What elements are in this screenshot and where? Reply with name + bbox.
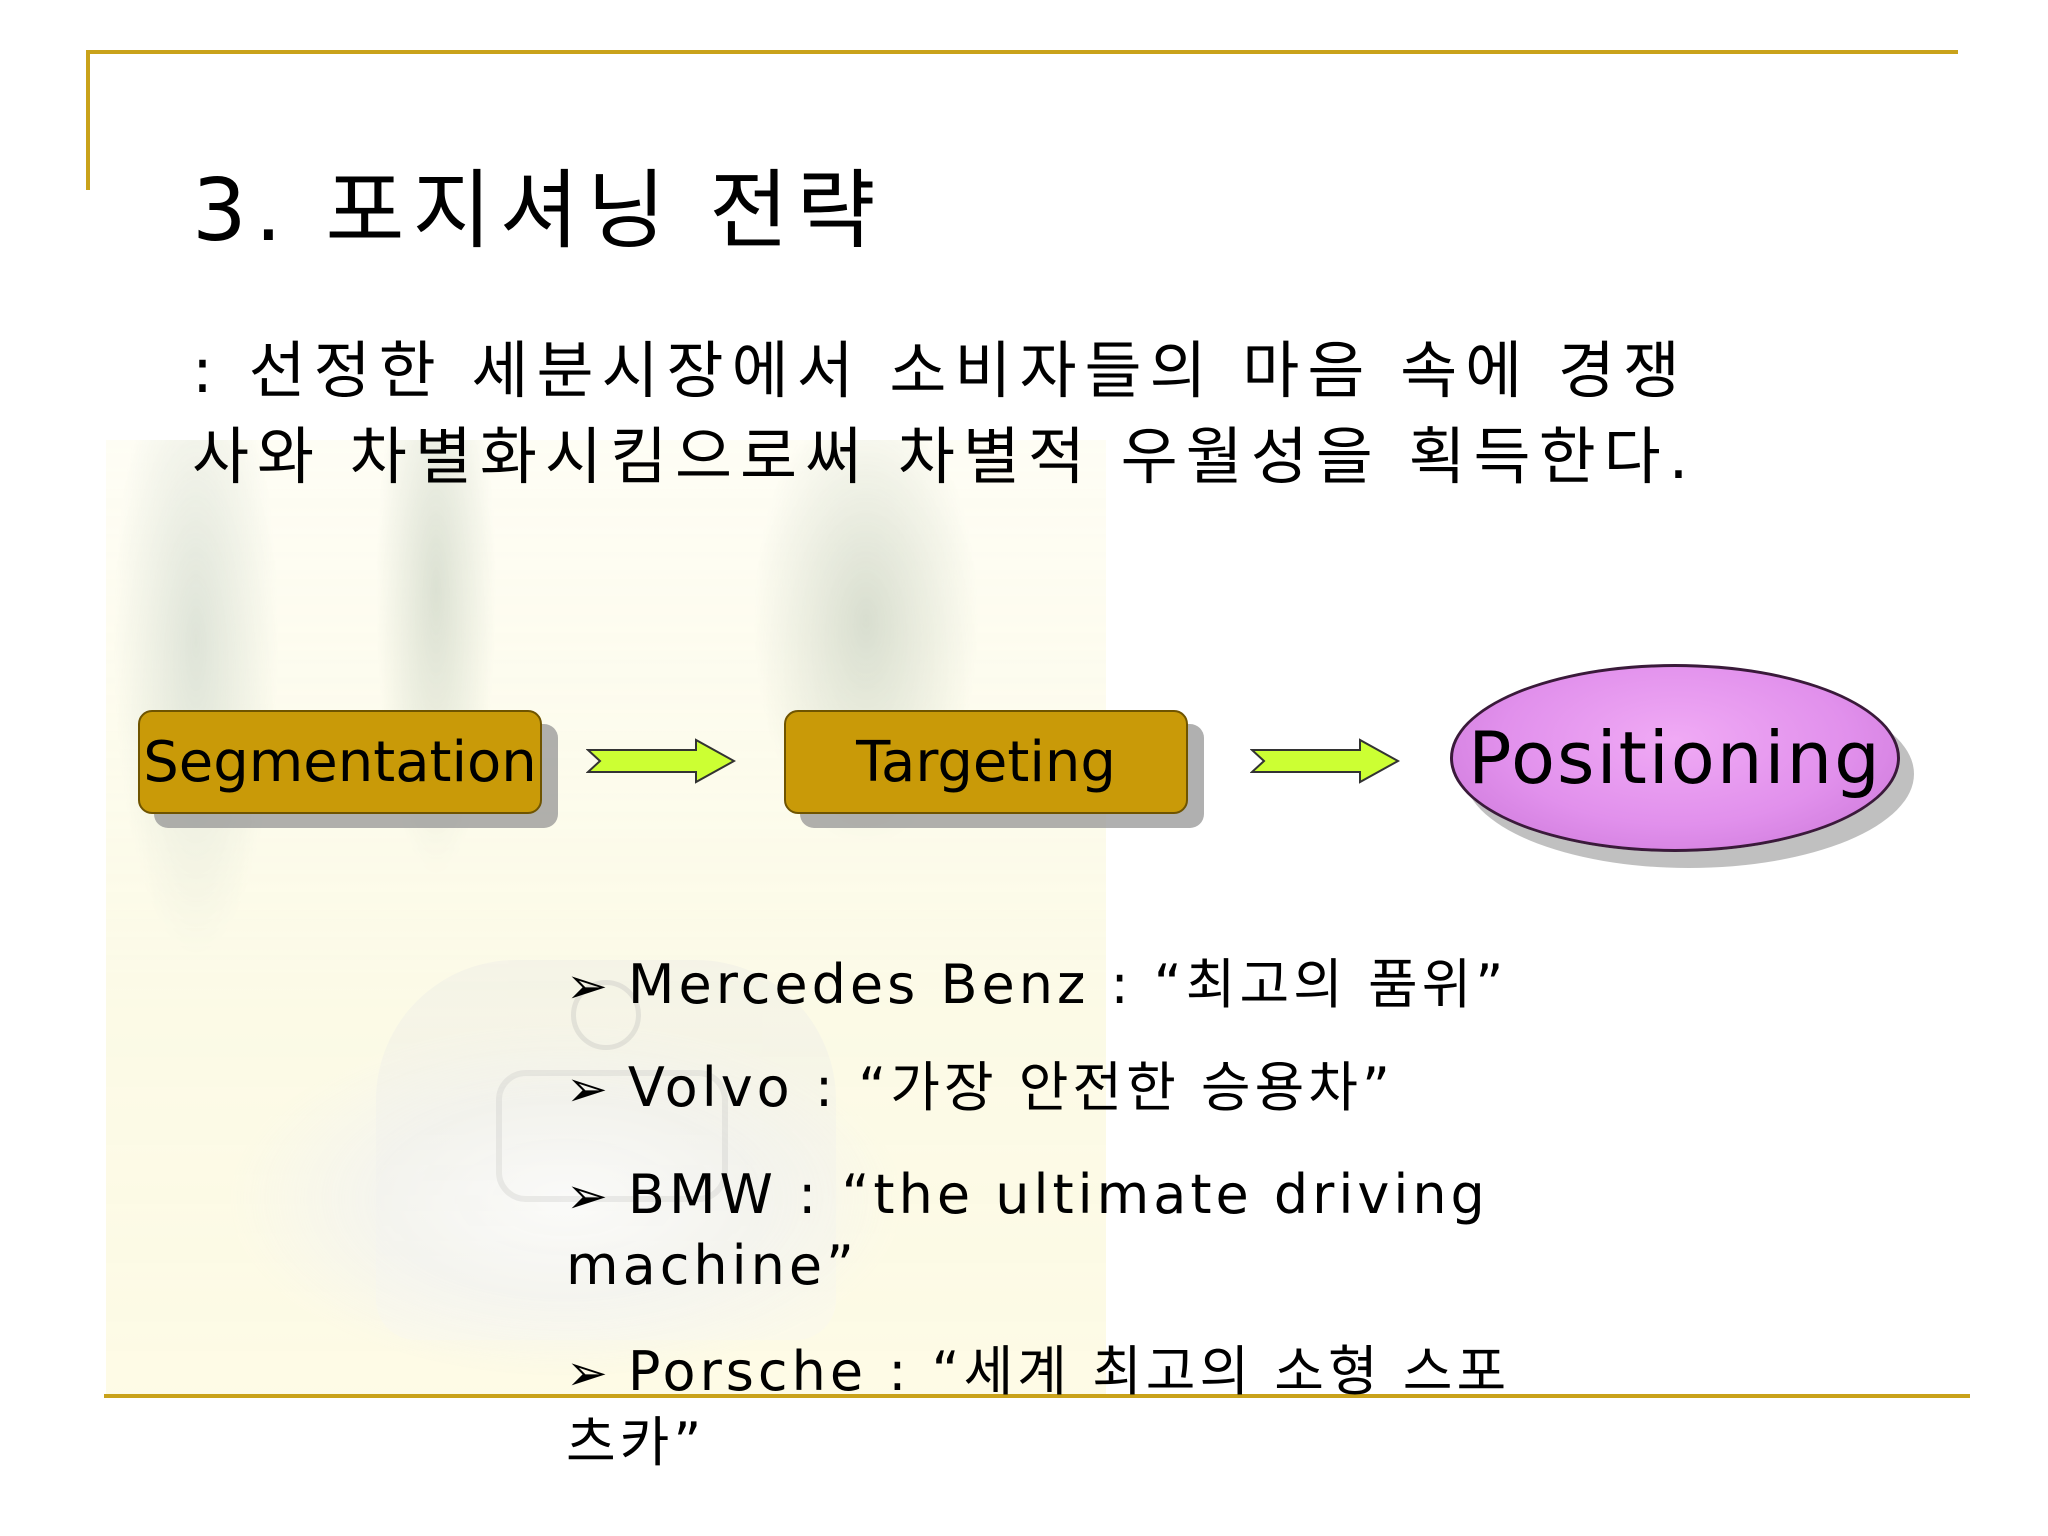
car-emblem-icon (571, 980, 641, 1050)
bullet-text: BMW : “the ultimate driving machine” (566, 1163, 1489, 1297)
arrow-bullet-icon: ➢ (566, 1167, 612, 1225)
arrow-right-icon (1250, 738, 1400, 784)
segmentation-box: Segmentation (138, 710, 542, 814)
bullet-text: Volvo : “가장 안전한 승용차” (627, 1056, 1394, 1119)
bullet-text: Mercedes Benz : “최고의 품위” (627, 953, 1508, 1016)
car-silhouette (376, 960, 836, 1340)
list-item: ➢ Mercedes Benz : “최고의 품위” (566, 950, 1666, 1021)
positioning-ellipse: Positioning (1450, 664, 1900, 852)
background-car-photo (106, 440, 1106, 1395)
bullet-text: Porsche : “세계 최고의 소형 스포 츠카” (566, 1340, 1511, 1474)
arrow-bullet-icon: ➢ (566, 1060, 612, 1118)
arrow-right-icon (586, 738, 736, 784)
car-grille (496, 1070, 728, 1202)
list-item: ➢Porsche : “세계 최고의 소형 스포 츠카” (566, 1337, 1666, 1478)
frame-top-line (86, 50, 1958, 54)
arrow-bullet-icon: ➢ (566, 957, 612, 1015)
slide-subtitle: : 선정한 세분시장에서 소비자들의 마음 속에 경쟁 사와 차별화시킴으로써 … (192, 334, 1697, 493)
list-item: ➢ Volvo : “가장 안전한 승용차” (566, 1053, 1666, 1124)
targeting-box: Targeting (784, 710, 1188, 814)
slide-title: 3. 포지셔닝 전략 (192, 161, 884, 261)
frame-bottom-line (104, 1394, 1970, 1398)
brand-positioning-list: ➢ Mercedes Benz : “최고의 품위” ➢ Volvo : “가장 안… (566, 950, 1666, 1514)
list-item: ➢BMW : “the ultimate driving machine” (566, 1160, 1666, 1301)
frame-left-line (86, 50, 90, 190)
arrow-bullet-icon: ➢ (566, 1344, 612, 1402)
